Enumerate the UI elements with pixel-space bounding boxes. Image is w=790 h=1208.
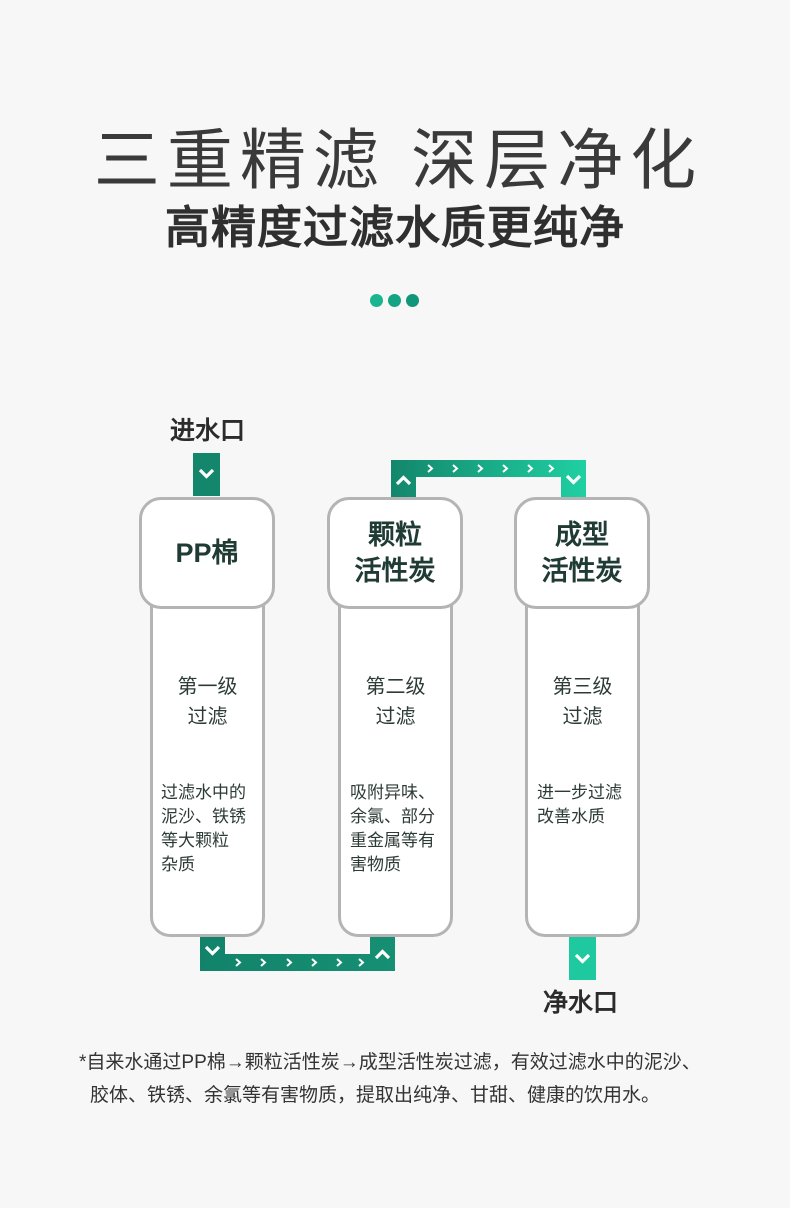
chevron-right-icon <box>336 958 343 967</box>
chevron-down-icon <box>198 468 215 479</box>
footnote-line: *自来水通过PP棉→颗粒活性炭→成型活性炭过滤，有效过滤水中的泥沙、 <box>79 1052 701 1073</box>
stage-description: 进一步过滤 改善水质 <box>537 781 622 829</box>
outlet-arrow <box>569 937 596 980</box>
chevron-right-icon <box>427 464 434 473</box>
description-line: 过滤水中的 <box>161 783 246 802</box>
page-subtitle: 高精度过滤水质更纯净 <box>164 202 625 253</box>
filter-stage-3: 成型 活性炭 第三级 过滤 进一步过滤 改善水质 <box>514 497 650 937</box>
chevron-down-icon <box>565 474 582 485</box>
filter-stage-2: 颗粒 活性炭 第二级 过滤 吸附异味、 余氯、部分 重金属等有 害物质 <box>327 497 463 937</box>
stage-level-line: 过滤 <box>187 706 228 728</box>
footnote-line: 胶体、铁锈、余氯等有害物质，提取出纯净、甘甜、健康的饮用水。 <box>90 1085 661 1106</box>
filter-cartridge-body: 第二级 过滤 吸附异味、 余氯、部分 重金属等有 害物质 <box>338 597 453 937</box>
chevron-up-icon <box>374 949 391 960</box>
chevron-right-icon <box>502 464 509 473</box>
filter-name: 活性炭 <box>541 556 623 586</box>
filter-cartridge-cap: PP棉 <box>139 497 275 609</box>
chevron-down-icon <box>204 945 221 956</box>
divider-dot <box>388 294 401 307</box>
filter-name: 活性炭 <box>354 556 436 586</box>
stage-level: 第一级 过滤 <box>153 672 262 732</box>
filter-cartridge-body: 第一级 过滤 过滤水中的 泥沙、铁锈 等大颗粒 杂质 <box>150 597 265 937</box>
filter-name: 成型 <box>555 520 609 550</box>
chevron-right-icon <box>358 958 365 967</box>
description-line: 杂质 <box>161 855 195 874</box>
chevron-up-icon <box>395 475 412 486</box>
chevron-right-icon <box>260 958 267 967</box>
filter-name: 颗粒 <box>368 520 422 550</box>
chevron-right-icon <box>311 958 318 967</box>
filter-stage-1: PP棉 第一级 过滤 过滤水中的 泥沙、铁锈 等大颗粒 杂质 <box>139 497 275 937</box>
stage-level-line: 过滤 <box>375 706 416 728</box>
filter-cartridge-body: 第三级 过滤 进一步过滤 改善水质 <box>525 597 640 937</box>
stage-level: 第三级 过滤 <box>528 672 637 732</box>
filter-name: PP棉 <box>175 538 239 568</box>
pipe-connector-stage2-stage3 <box>391 460 586 497</box>
stage-level-line: 过滤 <box>562 706 603 728</box>
description-line: 改善水质 <box>537 807 605 826</box>
stage-level-line: 第二级 <box>365 676 426 698</box>
filter-cartridge-cap: 颗粒 活性炭 <box>327 497 463 609</box>
outlet-label: 净水口 <box>543 989 619 1017</box>
chevron-right-icon <box>548 464 555 473</box>
description-line: 泥沙、铁锈 <box>161 807 246 826</box>
stage-level-line: 第三级 <box>552 676 613 698</box>
chevron-right-icon <box>477 464 484 473</box>
description-line: 害物质 <box>350 855 401 874</box>
description-line: 重金属等有 <box>350 831 435 850</box>
description-line: 进一步过滤 <box>537 783 622 802</box>
description-line: 吸附异味、 <box>350 783 435 802</box>
stage-description: 过滤水中的 泥沙、铁锈 等大颗粒 杂质 <box>161 781 246 877</box>
stage-level: 第二级 过滤 <box>341 672 450 732</box>
chevron-right-icon <box>527 464 534 473</box>
stage-description: 吸附异味、 余氯、部分 重金属等有 害物质 <box>350 781 435 877</box>
chevron-right-icon <box>286 958 293 967</box>
page-title: 三重精滤 深层净化 <box>93 123 704 197</box>
chevron-down-icon <box>574 953 591 964</box>
stage-level-line: 第一级 <box>177 676 238 698</box>
chevron-right-icon <box>452 464 459 473</box>
inlet-arrow <box>193 453 220 496</box>
pipe-connector-stage1-stage2 <box>200 937 395 971</box>
inlet-label: 进水口 <box>170 417 246 445</box>
description-line: 等大颗粒 <box>161 831 229 850</box>
description-line: 余氯、部分 <box>350 807 435 826</box>
filter-cartridge-cap: 成型 活性炭 <box>514 497 650 609</box>
chevron-right-icon <box>235 958 242 967</box>
divider-dot <box>406 294 419 307</box>
divider-dot <box>370 294 383 307</box>
